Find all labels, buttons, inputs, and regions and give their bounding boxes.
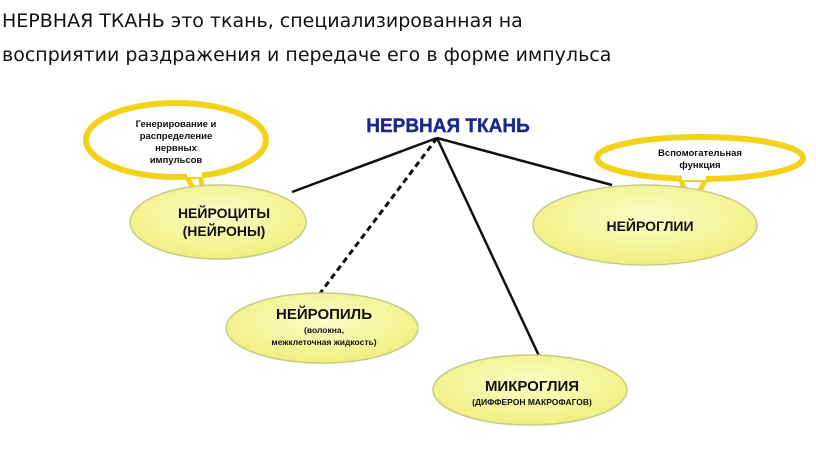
- callout-neurocytes: Генерирование и распределение нервных им…: [83, 100, 269, 207]
- node-subtitle: межклеточная жидкость): [271, 337, 376, 347]
- node-subtitle: (НЕЙРОНЫ): [183, 222, 266, 239]
- connector-neurocytes: [291, 136, 438, 194]
- root-title: НЕРВНАЯ ТКАНЬ: [366, 116, 529, 137]
- node-title: МИКРОГЛИЯ: [485, 378, 579, 395]
- node-title: НЕЙРОЦИТЫ: [178, 204, 270, 221]
- node-neuroglia: НЕЙРОГЛИИ: [532, 184, 758, 266]
- callout-line: импульсов: [150, 155, 203, 166]
- node-microglia: МИКРОГЛИЯ (ДИФФЕРОН МАКРОФАГОВ): [432, 354, 628, 426]
- slide-heading: НЕРВНАЯ ТКАНЬ это ткань, специализирован…: [2, 4, 802, 72]
- connector-neuroglia: [436, 136, 613, 187]
- node-title: НЕЙРОПИЛЬ: [276, 305, 372, 323]
- callout-line: функция: [679, 160, 720, 171]
- callout-line: распределение: [140, 131, 213, 142]
- node-title: НЕЙРОГЛИИ: [606, 217, 693, 234]
- node-neuropil: НЕЙРОПИЛЬ (волокна, межклеточная жидкост…: [225, 292, 419, 364]
- connector-neuropil: [316, 137, 439, 297]
- node-subtitle: (волокна,: [304, 325, 344, 335]
- callout-line: Вспомогательная: [658, 148, 742, 159]
- node-subtitle: (ДИФФЕРОН МАКРОФАГОВ): [472, 397, 592, 407]
- callout-line: Генерирование и: [136, 119, 217, 130]
- heading-line-1: НЕРВНАЯ ТКАНЬ это ткань, специализирован…: [2, 10, 523, 32]
- connector-microglia: [435, 137, 542, 359]
- heading-line-2: восприятии раздражения и передаче его в …: [2, 44, 612, 66]
- callout-line: нервных: [155, 143, 198, 154]
- node-neurocytes: НЕЙРОЦИТЫ (НЕЙРОНЫ): [129, 184, 307, 260]
